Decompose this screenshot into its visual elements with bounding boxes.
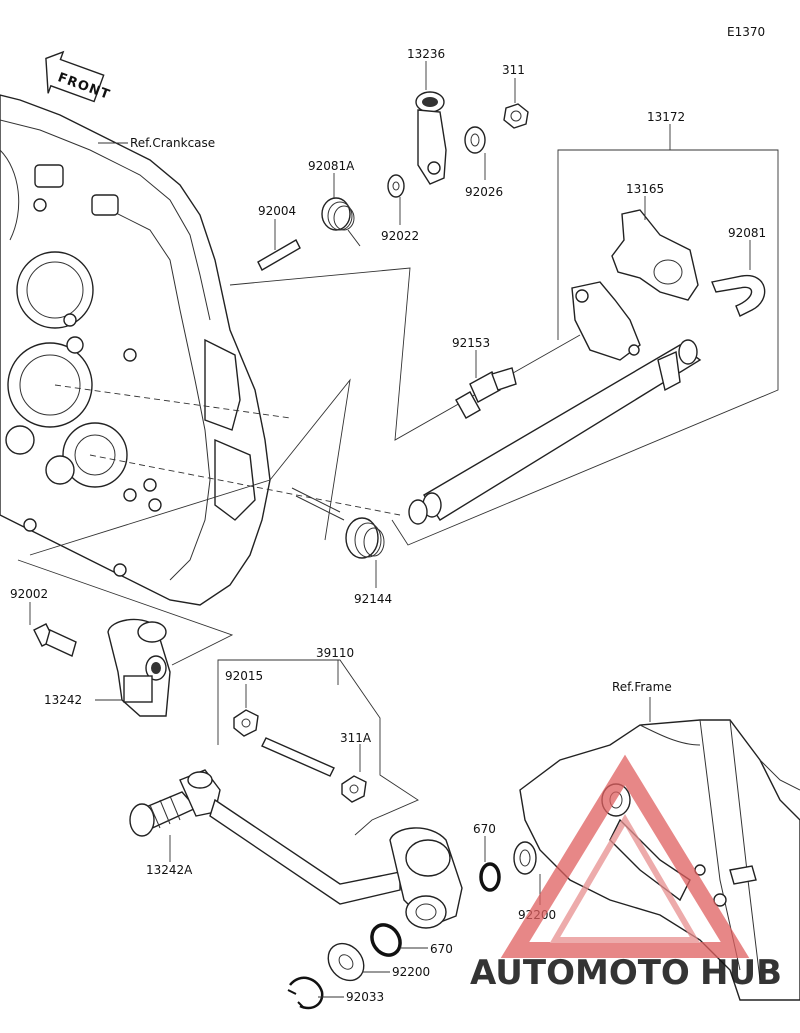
- ref-crankcase-label: Ref.Crankcase: [130, 136, 215, 150]
- part-92004-stud-drawing: [257, 239, 301, 271]
- part-670-oring-upper-drawing: [479, 862, 501, 892]
- watermark-triangle-icon: [500, 754, 750, 958]
- part-label-92081A: 92081A: [308, 159, 355, 173]
- part-label-39110: 39110: [316, 646, 354, 660]
- part-label-13242: 13242: [44, 693, 82, 707]
- part-label-13165: 13165: [626, 182, 664, 196]
- part-label-92004: 92004: [258, 204, 296, 218]
- part-label-13236: 13236: [407, 47, 445, 61]
- part-13236-drawing: [415, 91, 447, 185]
- part-label-92144: 92144: [354, 592, 392, 606]
- part-label-311: 311: [502, 63, 525, 77]
- part-label-311A: 311A: [340, 731, 372, 745]
- watermark-hub: HUB: [700, 953, 782, 993]
- part-311A-nut-drawing: [341, 775, 367, 803]
- front-arrow-icon: FRONT: [45, 50, 112, 103]
- part-92144-spring-drawing: [291, 487, 385, 559]
- part-92200-washer-lower-drawing: [327, 942, 365, 982]
- part-label-92081: 92081: [728, 226, 766, 240]
- tie-rod-drawing: [261, 737, 335, 777]
- part-label-92015: 92015: [225, 669, 263, 683]
- part-label-92026: 92026: [465, 185, 503, 199]
- part-13242A-pedal-drawing: [129, 769, 463, 929]
- part-92026-washer-drawing: [464, 126, 486, 154]
- watermark-auto: AUTO: [470, 953, 575, 993]
- part-92033-circlip-drawing: [287, 976, 324, 1010]
- crankcase-drawing: [0, 94, 271, 606]
- part-label-670-upper: 670: [473, 822, 496, 836]
- part-92200-washer-upper-drawing: [513, 841, 537, 875]
- part-92081A-spring-drawing: [321, 197, 361, 247]
- part-label-92002: 92002: [10, 587, 48, 601]
- part-label-670-lower: 670: [430, 942, 453, 956]
- part-label-92153: 92153: [452, 336, 490, 350]
- watermark-moto: MOTO: [575, 953, 690, 993]
- part-311-nut-drawing: [503, 103, 529, 129]
- part-label-92022: 92022: [381, 229, 419, 243]
- part-92153-bolt-drawing: [455, 367, 517, 419]
- part-label-13172: 13172: [647, 110, 685, 124]
- watermark-logo: AUTO MOTO HUB: [470, 953, 782, 993]
- part-92002-bolt-drawing: [33, 623, 77, 657]
- part-92081-clip-drawing: [711, 275, 766, 317]
- ref-frame-label: Ref.Frame: [612, 680, 672, 694]
- part-13165-plate-drawing: [611, 209, 699, 301]
- part-label-92200-lower: 92200: [392, 965, 430, 979]
- part-92022-washer-drawing: [387, 174, 405, 198]
- diagram-code: E1370: [727, 25, 765, 39]
- part-13242-lever-drawing: [107, 618, 171, 717]
- shift-shaft-drawing: [408, 281, 702, 525]
- part-670-oring-lower-drawing: [370, 923, 402, 957]
- part-92015-nut-drawing: [233, 709, 259, 737]
- part-label-92033: 92033: [346, 990, 384, 1004]
- part-label-13242A: 13242A: [146, 863, 193, 877]
